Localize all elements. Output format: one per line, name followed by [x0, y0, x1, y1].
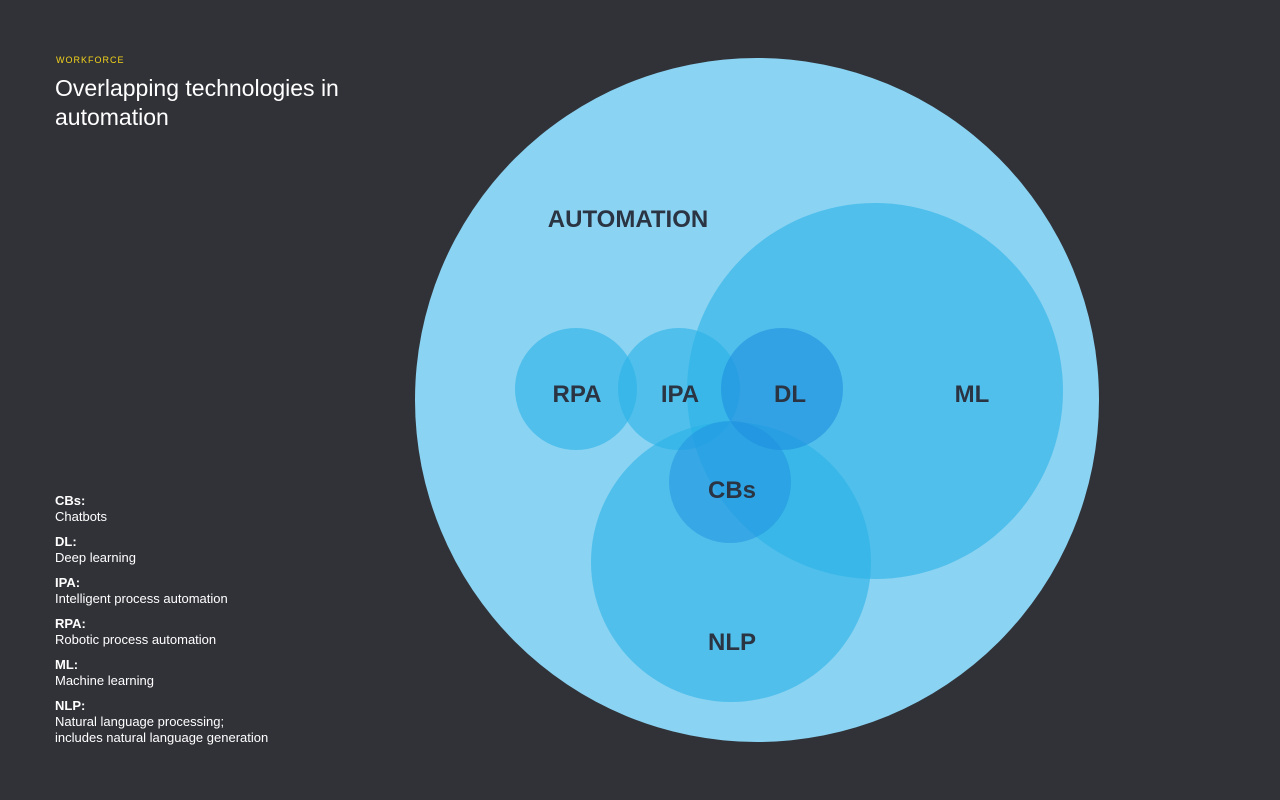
legend-abbr: IPA:	[55, 575, 81, 590]
ipa-label: IPA	[661, 381, 699, 408]
legend-item-rpa: RPA: Robotic process automation	[55, 616, 375, 648]
legend-definition: Intelligent process automation	[55, 591, 228, 606]
page-title: Overlapping technologies in automation	[55, 75, 339, 130]
legend-definition: Natural language processing; includes na…	[55, 714, 269, 745]
cbs-label: CBs	[708, 477, 756, 504]
legend-abbr: CBs:	[55, 493, 86, 508]
abbreviation-legend: CBs: Chatbots DL: Deep learning IPA: Int…	[55, 493, 375, 755]
legend-item-dl: DL: Deep learning	[55, 534, 375, 566]
legend-item-nlp: NLP: Natural language processing; includ…	[55, 698, 375, 746]
rpa-circle	[515, 328, 637, 450]
legend-abbr: ML:	[55, 657, 79, 672]
legend-item-ml: ML: Machine learning	[55, 657, 375, 689]
legend-item-ipa: IPA: Intelligent process automation	[55, 575, 375, 607]
dl-label: DL	[774, 381, 806, 408]
dl-circle	[721, 328, 843, 450]
legend-abbr: NLP:	[55, 698, 86, 713]
automation-label: AUTOMATION	[548, 206, 708, 233]
legend-item-cbs: CBs: Chatbots	[55, 493, 375, 525]
section-eyebrow: WORKFORCE	[56, 55, 125, 65]
legend-definition: Chatbots	[55, 509, 108, 524]
cbs-circle	[669, 421, 791, 543]
legend-definition: Robotic process automation	[55, 632, 217, 647]
legend-definition: Deep learning	[55, 550, 136, 565]
legend-abbr: RPA:	[55, 616, 86, 631]
nlp-label: NLP	[708, 629, 756, 656]
legend-definition: Machine learning	[55, 673, 155, 688]
ipa-circle	[618, 328, 740, 450]
rpa-label: RPA	[553, 381, 602, 408]
legend-abbr: DL:	[55, 534, 77, 549]
ml-label: ML	[955, 381, 990, 408]
nlp-circle	[591, 422, 871, 702]
